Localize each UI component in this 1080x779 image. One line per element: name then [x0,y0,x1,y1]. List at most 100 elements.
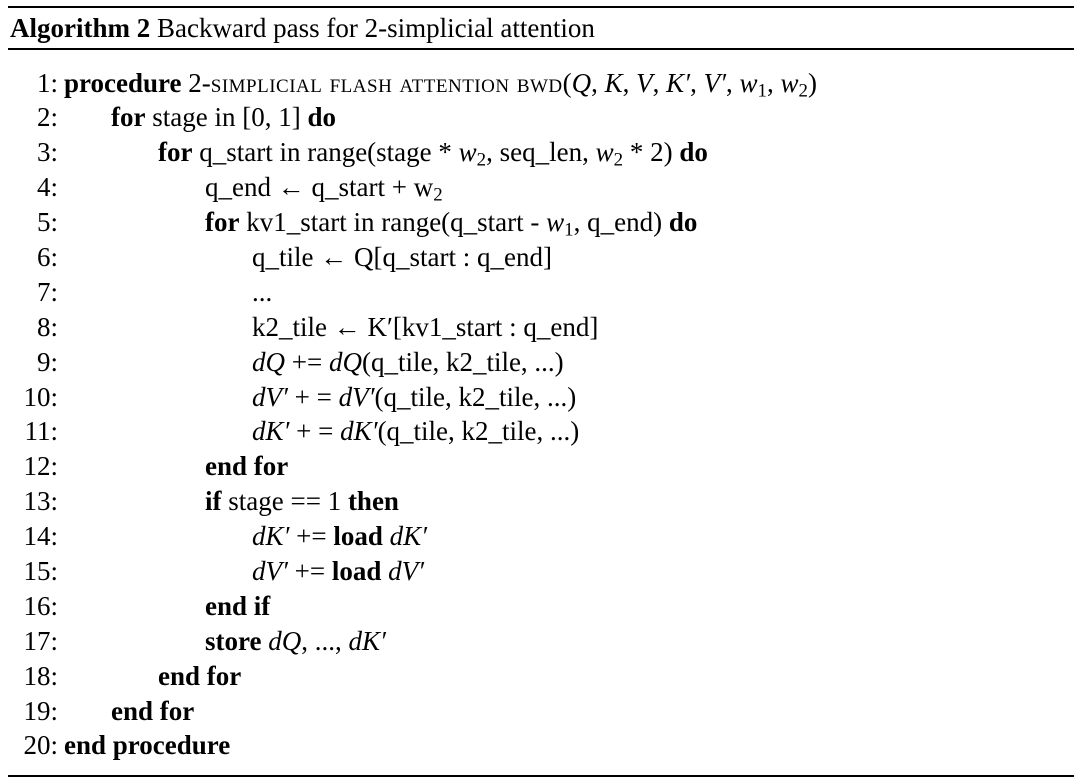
code-text: kv1_start in range(q_start - [239,207,547,238]
keyword: load [331,555,382,586]
keyword: if [205,486,222,517]
top-rule [8,6,1074,8]
algorithm-line: 17: store dQ, ..., dK′ [8,624,1074,659]
line-number: 6: [36,241,58,272]
line-number: 12: [23,451,58,482]
line-code: end if [205,589,270,624]
line-number: 17: [23,625,58,656]
code-text: q_start in range(stage * [192,137,459,168]
code-text: stage in [0, 1] [145,102,308,133]
math-symbol: dV′ [338,381,375,412]
line-code: for stage in [0, 1] do [111,100,336,135]
code-text: k2_tile ← K′[kv1_start : q_end] [252,311,599,342]
keyword: end for [111,695,195,726]
line-code: end procedure [64,728,230,763]
algorithm-line: 14:dK′ += load dK′ [8,519,1074,554]
code-text: += [285,346,329,377]
algorithm-line: 7:... [8,275,1074,310]
math-symbol: w [458,137,477,168]
math-symbol: w [780,67,799,98]
algorithm-line: 19: end for [8,694,1074,729]
keyword: for [158,137,193,168]
line-number: 10: [23,381,58,412]
keyword: for [111,102,146,133]
math-symbol: V′ [703,67,726,98]
keyword: do [679,137,708,168]
line-code: dK′ += load dK′ [252,519,427,554]
code-text: stage == 1 [221,486,348,517]
algorithm-line: 15: dV′ += load dV′ [8,554,1074,589]
algorithm-line: 4: q_end ← q_start + w2 [8,170,1074,205]
algorithm-block: Algorithm 2 Backward pass for 2-simplici… [8,6,1074,778]
line-number: 4: [36,172,58,203]
code-text: q_tile ← Q[q_start : q_end] [252,241,552,272]
line-number: 18: [23,660,58,691]
line-number: 7: [36,276,58,307]
code-text: , [591,67,605,98]
code-text: += [287,555,332,586]
math-symbol: dQ [268,625,302,656]
math-symbol: Q [571,67,592,98]
keyword: then [347,486,399,517]
code-text: (q_tile, k2_tile, ...) [361,346,564,377]
code-text: + = [287,381,339,412]
line-code: q_tile ← Q[q_start : q_end] [252,240,552,275]
algorithm-line: 20:end procedure [8,728,1074,763]
line-number: 16: [23,590,58,621]
line-code: dQ += dQ(q_tile, k2_tile, ...) [252,345,564,380]
line-number: 9: [36,346,58,377]
math-symbol: w [595,137,614,168]
line-number: 20: [23,730,58,761]
algorithm-line: 3:for q_start in range(stage * w2, seq_l… [8,135,1074,170]
keyword: do [668,207,698,238]
code-text: , [652,67,667,98]
algorithm-line: 18: end for [8,659,1074,694]
algorithm-label: Algorithm 2 [10,13,151,43]
code-text: 2- [181,67,211,98]
line-number: 1: [36,67,58,98]
code-text: += [289,521,334,552]
code-text [383,521,390,551]
line-code: for kv1_start in range(q_start - w1, q_e… [205,205,697,240]
line-code: store dQ, ..., dK′ [205,624,386,659]
bottom-rule [8,775,1074,778]
subscript: 2 [433,184,443,206]
code-text: + = [289,416,341,447]
line-code: dV′ + = dV′(q_tile, k2_tile, ...) [252,380,576,415]
math-symbol: dV′ [252,381,288,412]
math-symbol: dQ [328,346,362,377]
math-symbol: w [739,67,758,98]
math-symbol: dV′ [388,555,425,586]
algorithm-line: 16: end if [8,589,1074,624]
code-text: , ..., [301,625,349,656]
code-text: q_end ← q_start + w [205,172,434,203]
line-number: 19: [23,695,58,726]
code-text: ... [252,276,273,307]
algorithm-line: 6: q_tile ← Q[q_start : q_end] [8,240,1074,275]
keyword: do [307,102,336,133]
keyword: end if [205,590,271,621]
algorithm-caption: Algorithm 2 Backward pass for 2-simplici… [8,8,1074,48]
math-symbol: K [604,67,623,98]
line-number: 15: [23,555,58,586]
line-number: 2: [36,102,58,133]
line-number: 11: [24,416,59,447]
algorithm-line: 13:if stage == 1 then [8,484,1074,519]
code-text: , [622,67,637,98]
code-text: , [766,67,781,98]
algorithm-line: 1:procedure 2-simplicial flash attention… [8,66,1074,101]
keyword: store [205,625,262,656]
line-code: dV′ += load dV′ [252,554,424,589]
subscript: 2 [613,150,624,171]
line-code: ... [252,275,272,310]
math-symbol: V [636,67,653,98]
algorithm-line: 9: dQ += dQ(q_tile, k2_tile, ...) [8,345,1074,380]
subscript: 2 [476,150,487,171]
code-text: ) [807,67,817,98]
math-symbol: dK′ [389,521,428,552]
math-symbol: dK′ [340,416,378,447]
line-code: end for [158,659,241,694]
line-code: procedure 2-simplicial flash attention b… [64,66,817,101]
line-code: for q_start in range(stage * w2, seq_len… [158,135,708,170]
math-symbol: K′ [666,67,691,98]
